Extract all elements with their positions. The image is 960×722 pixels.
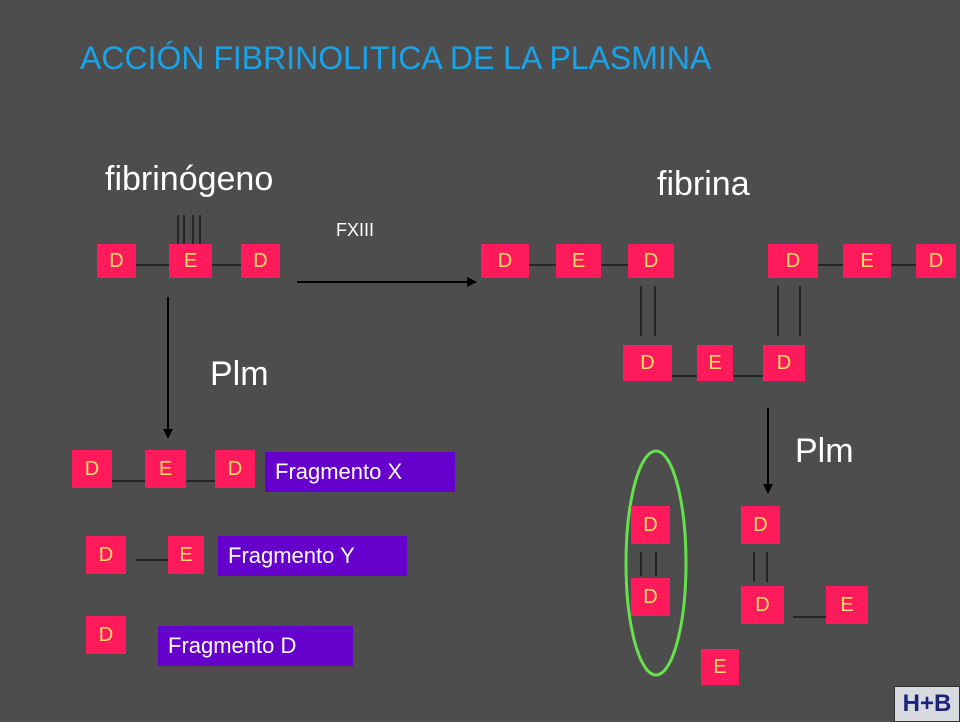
domain-e: E [168, 536, 204, 574]
domain-d: D [768, 244, 818, 278]
domain-d: D [916, 244, 956, 278]
domain-d: D [215, 450, 255, 488]
label-plm-left: Plm [210, 355, 269, 393]
logo-text: H+B [902, 690, 952, 717]
domain-d: D [741, 586, 784, 624]
label-fibrinogeno: fibrinógeno [105, 160, 274, 198]
page-title: ACCIÓN FIBRINOLITICA DE LA PLASMINA [80, 40, 712, 76]
domain-d: D [481, 244, 529, 278]
label-plm-right: Plm [795, 432, 854, 470]
hb-logo: H+B [894, 686, 960, 722]
label-fibrina: fibrina [657, 165, 750, 203]
domain-e: E [701, 649, 739, 685]
domain-d: D [97, 244, 136, 278]
domain-e: E [556, 244, 601, 278]
d-dimer-highlight [624, 449, 688, 677]
domain-d: D [631, 506, 670, 544]
domain-e: E [826, 586, 868, 624]
domain-d: D [72, 450, 112, 488]
domain-d: D [86, 536, 126, 574]
domain-d: D [241, 244, 280, 278]
domain-d: D [631, 578, 670, 616]
fragment-d-label: Fragmento D [158, 626, 353, 666]
domain-e: E [169, 244, 212, 278]
domain-d: D [741, 506, 780, 544]
domain-e: E [145, 450, 186, 488]
domain-d: D [86, 616, 126, 654]
domain-e: E [697, 345, 733, 381]
domain-e: E [843, 244, 891, 278]
fragment-y-label: Fragmento Y [218, 536, 407, 576]
label-fxiii: FXIII [336, 220, 375, 240]
domain-d: D [623, 345, 672, 381]
fragment-x-label: Fragmento X [265, 452, 455, 492]
domain-d: D [628, 244, 674, 278]
domain-d: D [763, 345, 805, 381]
